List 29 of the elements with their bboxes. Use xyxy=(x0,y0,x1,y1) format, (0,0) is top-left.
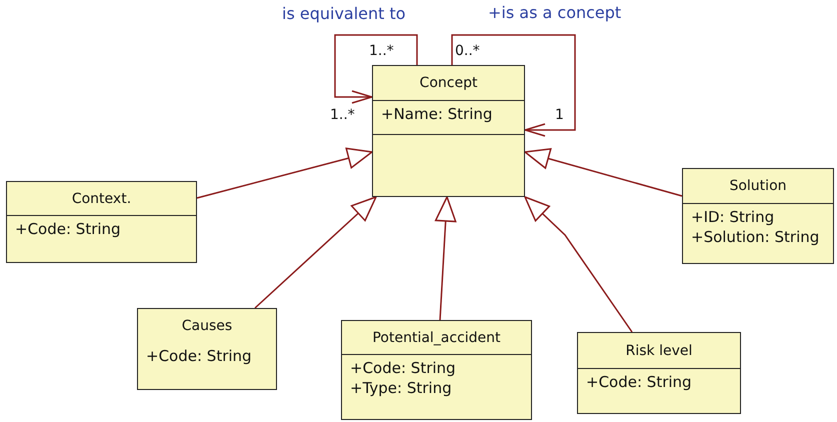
generalization-arrow xyxy=(524,148,682,197)
class-name: Causes xyxy=(182,318,232,334)
multiplicity-label: 1..* xyxy=(369,43,394,59)
class-name: Solution xyxy=(729,178,787,194)
generalization-arrow xyxy=(254,196,377,309)
class-name: Context. xyxy=(72,190,132,206)
attribute-list: +ID: String +Solution: String xyxy=(691,207,823,247)
class-box xyxy=(341,320,532,420)
class-name: Risk level xyxy=(626,342,692,358)
association-arrow xyxy=(334,34,418,104)
class-name: Concept xyxy=(420,75,478,91)
attribute-list: +Name: String xyxy=(381,104,516,124)
association-arrow xyxy=(451,34,576,137)
class-box xyxy=(6,181,197,263)
attribute-list: +Code: String +Type: String xyxy=(350,358,480,398)
multiplicity-label: 1 xyxy=(555,107,564,123)
multiplicity-label: 1..* xyxy=(330,107,355,123)
class-box xyxy=(577,332,741,414)
attribute-list: +Code: String xyxy=(146,346,268,366)
generalization-arrow xyxy=(524,196,633,332)
class-box xyxy=(137,308,277,390)
attribute-list: +Code: String xyxy=(15,219,188,239)
class-name: Potential_accident xyxy=(372,330,501,346)
class-box xyxy=(682,168,834,264)
multiplicity-label: 0..* xyxy=(455,43,480,59)
generalization-arrow xyxy=(196,148,373,199)
attribute-list: +Code: String xyxy=(586,372,732,392)
class-box xyxy=(372,65,525,197)
generalization-arrow xyxy=(434,196,456,320)
